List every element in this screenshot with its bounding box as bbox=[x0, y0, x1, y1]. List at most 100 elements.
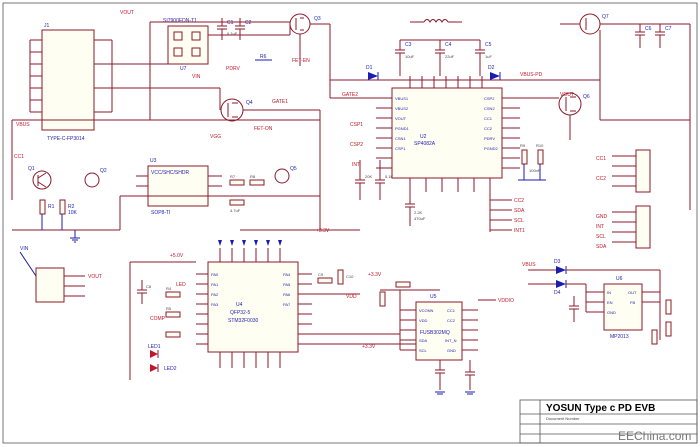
inductor bbox=[410, 19, 462, 23]
svg-text:C6: C6 bbox=[645, 26, 652, 32]
svg-text:CC1: CC1 bbox=[484, 116, 493, 121]
svg-text:LED2: LED2 bbox=[164, 366, 177, 372]
gnd-symbol-bottom bbox=[435, 391, 475, 395]
u3-part: VCC/SHC/SHDR bbox=[151, 170, 189, 176]
svg-text:VBUS2: VBUS2 bbox=[395, 106, 409, 111]
svg-text:CC2: CC2 bbox=[447, 318, 456, 323]
int1-label: INT1 bbox=[514, 228, 525, 234]
cc2-label: CC2 bbox=[514, 198, 524, 204]
title-block: YOSUN Type c PD EVB Document Number bbox=[519, 399, 698, 444]
svg-text:CC1: CC1 bbox=[447, 308, 456, 313]
svg-text:C1: C1 bbox=[227, 20, 234, 26]
svg-text:PGND1: PGND1 bbox=[395, 126, 410, 131]
u6-part: MP2013 bbox=[610, 334, 629, 340]
svg-text:R7: R7 bbox=[230, 174, 236, 179]
svg-text:Q6: Q6 bbox=[583, 94, 590, 100]
svg-text:GND: GND bbox=[607, 310, 616, 315]
svg-text:OUT: OUT bbox=[628, 290, 637, 295]
svg-text:LED1: LED1 bbox=[148, 344, 161, 350]
sda-label: SDA bbox=[514, 208, 525, 214]
comp-label: COMP bbox=[150, 316, 166, 322]
svg-text:22uF: 22uF bbox=[445, 54, 455, 59]
svg-text:R6: R6 bbox=[260, 54, 267, 60]
svg-text:VCONN: VCONN bbox=[419, 308, 434, 313]
led1: LED1 bbox=[148, 344, 161, 358]
d2-diode: D2 bbox=[488, 65, 501, 80]
u5-part: FUSB302MQ bbox=[420, 330, 450, 336]
svg-text:C4: C4 bbox=[445, 42, 452, 48]
mcu-right-passives: C9 C10 bbox=[312, 269, 360, 295]
svg-text:CSN1: CSN1 bbox=[395, 136, 406, 141]
u6-caps-resistors bbox=[569, 296, 672, 345]
csp1-label: CSP1 bbox=[350, 122, 363, 128]
scl-label-right: SCL bbox=[596, 234, 606, 240]
u2-bottom-caps: 5.1K 20K 2.2K 470uF bbox=[355, 160, 426, 226]
cc2-label-right: CC2 bbox=[596, 176, 606, 182]
d4-diode: D4 bbox=[554, 280, 567, 296]
svg-text:PDRV: PDRV bbox=[484, 136, 495, 141]
svg-text:R1: R1 bbox=[48, 204, 55, 210]
svg-text:D3: D3 bbox=[554, 259, 561, 265]
svg-text:SCL: SCL bbox=[419, 348, 428, 353]
u5-pins bbox=[400, 309, 478, 351]
u4-ref: U4 bbox=[236, 302, 243, 308]
u2-chip bbox=[391, 87, 503, 179]
u2-bottom-nets bbox=[489, 192, 512, 232]
u2-pins bbox=[376, 76, 520, 192]
svg-text:4.7uF: 4.7uF bbox=[230, 208, 241, 213]
svg-text:EN: EN bbox=[607, 300, 613, 305]
svg-text:10K: 10K bbox=[68, 210, 78, 216]
svg-text:C8: C8 bbox=[146, 284, 152, 289]
svg-text:R5: R5 bbox=[166, 306, 172, 311]
q2-transistor: Q2 bbox=[84, 168, 107, 188]
svg-text:Q7: Q7 bbox=[602, 14, 609, 20]
svg-text:R9: R9 bbox=[520, 143, 526, 148]
q5-transistor: Q5 bbox=[274, 166, 297, 184]
svg-text:U3: U3 bbox=[150, 158, 157, 164]
vin-label-top: VIN bbox=[192, 74, 201, 80]
svg-text:PA7: PA7 bbox=[283, 302, 291, 307]
connector-ref: J1 bbox=[44, 23, 50, 29]
gnd-symbol bbox=[70, 230, 80, 243]
svg-text:20K: 20K bbox=[365, 174, 372, 179]
svg-text:C2: C2 bbox=[245, 20, 252, 26]
svg-text:D2: D2 bbox=[488, 65, 495, 71]
u5-pin-labels: VCONN VDD SDA SCL CC1 CC2 INT_N GND bbox=[419, 308, 457, 353]
u7-part: SI7900EDN-T1 bbox=[163, 18, 197, 24]
svg-text:100nF: 100nF bbox=[529, 168, 541, 173]
vout-label-left: VOUT bbox=[88, 274, 102, 280]
svg-text:U5: U5 bbox=[430, 294, 437, 300]
svg-text:CC2: CC2 bbox=[484, 126, 493, 131]
svg-text:D4: D4 bbox=[554, 290, 561, 296]
right-connector-2 bbox=[612, 205, 651, 249]
u4-top-arrows bbox=[218, 240, 282, 246]
svg-text:10uF: 10uF bbox=[405, 54, 415, 59]
svg-text:R4: R4 bbox=[166, 286, 172, 291]
p33b-label: +3.3V bbox=[368, 272, 382, 278]
svg-text:SDA: SDA bbox=[419, 338, 428, 343]
svg-text:VOUT: VOUT bbox=[395, 116, 407, 121]
u2-ref: U2 bbox=[420, 134, 427, 140]
svg-text:PA6: PA6 bbox=[283, 292, 291, 297]
svg-text:PA0: PA0 bbox=[211, 272, 219, 277]
svg-text:0.1uF: 0.1uF bbox=[227, 31, 238, 36]
int-label-right: INT bbox=[596, 224, 604, 230]
svg-text:CSP2: CSP2 bbox=[484, 96, 495, 101]
fet-on-label: FET-ON bbox=[254, 126, 273, 132]
svg-text:GND: GND bbox=[447, 348, 456, 353]
svg-text:PA5: PA5 bbox=[283, 282, 291, 287]
svg-text:FB: FB bbox=[630, 300, 635, 305]
led-label: LED bbox=[176, 282, 186, 288]
sda-label-right: SDA bbox=[596, 244, 607, 250]
schematic-title: YOSUN Type c PD EVB bbox=[546, 403, 655, 414]
svg-text:PA2: PA2 bbox=[211, 292, 219, 297]
svg-text:C7: C7 bbox=[665, 26, 672, 32]
svg-text:2.2K: 2.2K bbox=[414, 210, 423, 215]
svg-text:VBUS1: VBUS1 bbox=[395, 96, 409, 101]
u4-pin-labels: PA0 PA1 PA2 PA3 PA4 PA5 PA6 PA7 bbox=[211, 272, 291, 307]
svg-text:IN: IN bbox=[607, 290, 611, 295]
typec-connector bbox=[41, 29, 95, 131]
right-connector-1 bbox=[612, 149, 651, 193]
